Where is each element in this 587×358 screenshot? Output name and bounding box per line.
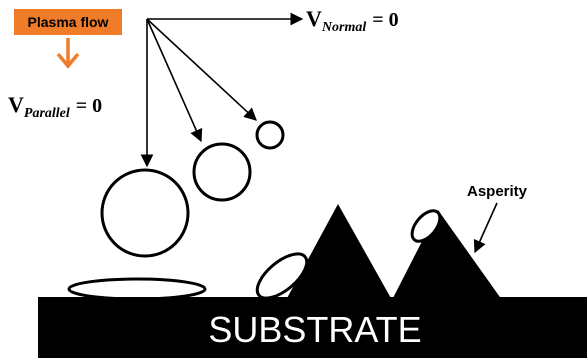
asperity-pointer-arrow	[473, 202, 498, 254]
asperities	[286, 204, 502, 300]
v-normal-relation: = 0	[372, 9, 398, 31]
asperity-label: Asperity	[467, 183, 528, 200]
plasma-flow-badge-bg	[14, 9, 122, 35]
trajectory-arrow-small	[146, 18, 257, 121]
substrate-label: SUBSTRATE	[208, 309, 421, 350]
plasma-flow-badge: Plasma flow	[14, 9, 122, 35]
small-particle	[255, 120, 285, 150]
deformed-particle-right	[410, 209, 442, 243]
v-parallel-equation: VParallel = 0	[8, 92, 102, 121]
substrate-block	[38, 297, 587, 358]
v-normal-symbol: V	[306, 6, 322, 31]
v-normal-equation: VNormal = 0	[306, 6, 399, 35]
medium-particle	[192, 142, 252, 202]
asperity-peak-left	[286, 204, 392, 300]
particles	[100, 120, 285, 258]
trajectory-arrow-medium	[146, 18, 203, 143]
arrow-down-icon	[56, 38, 80, 69]
deformed-particle-left	[255, 252, 309, 300]
v-parallel-symbol: V	[8, 92, 24, 117]
trajectory-arrows	[140, 12, 304, 168]
asperity-peak-right	[392, 210, 502, 300]
v-parallel-subscript: Parallel	[24, 106, 70, 121]
v-normal-subscript: Normal	[321, 20, 366, 35]
large-particle	[100, 168, 190, 258]
plasma-flow-label: Plasma flow	[28, 14, 109, 30]
v-parallel-relation: = 0	[76, 95, 102, 117]
flattened-splat	[67, 277, 207, 301]
